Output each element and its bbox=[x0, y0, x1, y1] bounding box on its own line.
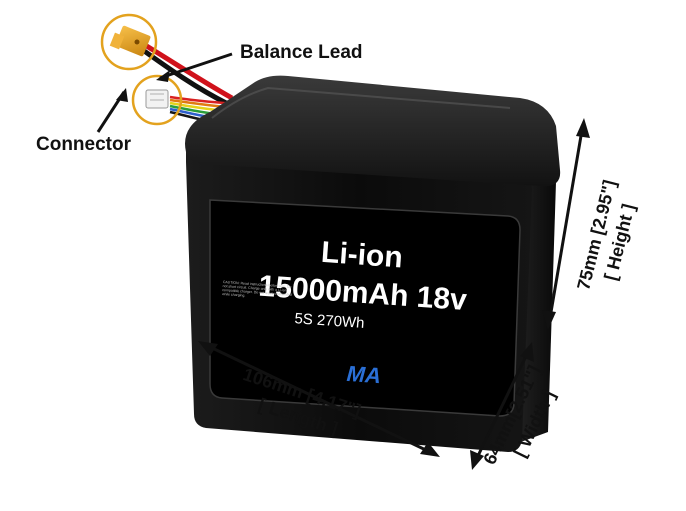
battery-label: Li-ion 15000mAh 18v 5S 270Wh CAUTION: Re… bbox=[209, 199, 521, 417]
balance-callout-ring bbox=[131, 74, 183, 126]
width-dimension-arrow bbox=[470, 342, 534, 470]
battery-top-face bbox=[185, 75, 561, 187]
balance-plug bbox=[145, 89, 169, 109]
brand-logo: MA bbox=[346, 361, 382, 388]
connector-label: Connector bbox=[36, 134, 132, 155]
height-dimension-arrow bbox=[542, 118, 590, 330]
label-config-energy: 5S 270Wh bbox=[294, 310, 365, 332]
balance-lead-pointer bbox=[159, 52, 233, 80]
balance-lead-label: Balance Lead bbox=[240, 42, 363, 63]
xt-connector bbox=[109, 25, 151, 57]
connector-callout-ring bbox=[100, 13, 158, 71]
length-dimension-arrow bbox=[198, 341, 440, 457]
label-chemistry: Li-ion bbox=[320, 236, 404, 275]
label-panel bbox=[209, 199, 521, 417]
